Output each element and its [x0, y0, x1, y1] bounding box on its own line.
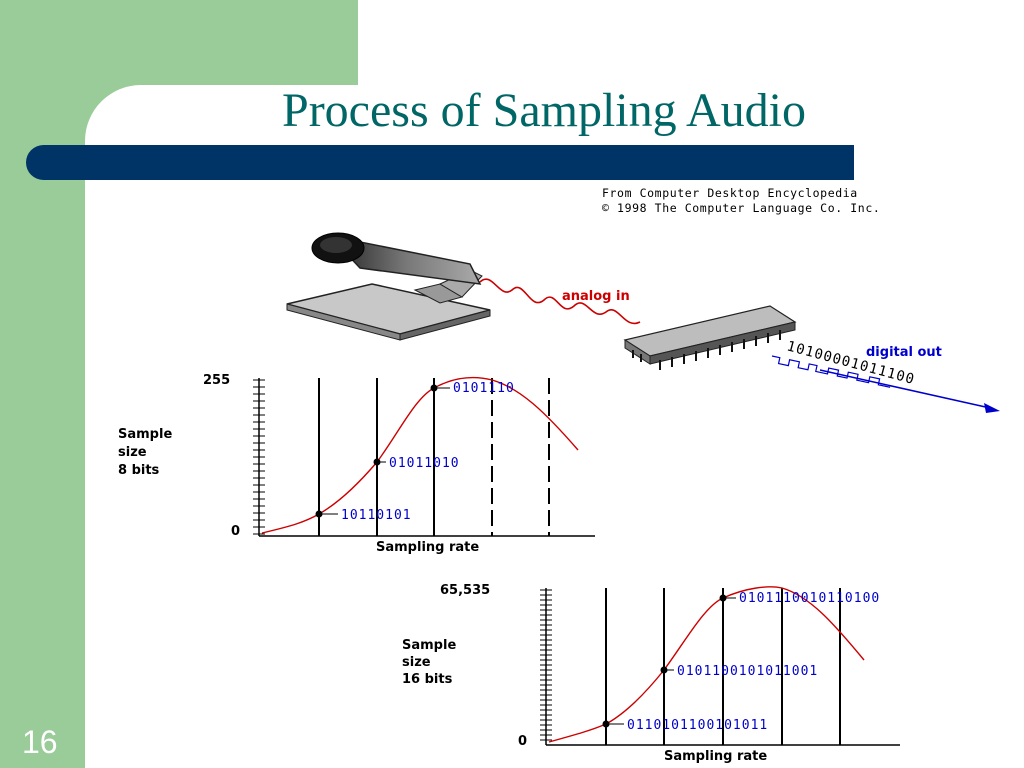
chart-16bit-ylabel-line: Sample	[402, 638, 456, 653]
chart-16bit-ylabel-line: 16 bits	[402, 672, 453, 687]
analog-in-label: analog in	[562, 289, 630, 304]
converter-chip-illustration	[623, 305, 1000, 413]
top-right-background	[358, 0, 1024, 100]
slide-title: Process of Sampling Audio	[282, 84, 806, 137]
microphone-illustration	[286, 232, 641, 341]
chart-8bit-ylabel-line: Sample	[118, 427, 172, 442]
chart-16bit: 0110101100101011 0101100101011001 010111…	[402, 583, 900, 764]
chart-8bit-ymax-label: 255	[203, 373, 230, 388]
chart-16bit-sample-label: 0101100101011001	[677, 664, 818, 679]
credit-line-2: © 1998 The Computer Language Co. Inc.	[602, 201, 881, 215]
chart-8bit-y-ticks	[253, 379, 265, 535]
chart-8bit-ymin-label: 0	[231, 524, 240, 539]
chart-8bit-sample-label: 10110101	[341, 508, 412, 523]
chart-16bit-y-ticks	[540, 589, 552, 741]
chart-8bit-xlabel: Sampling rate	[376, 540, 479, 555]
content-panel	[85, 85, 1024, 768]
title-bar	[26, 145, 854, 180]
chart-8bit-ylabel-line: 8 bits	[118, 463, 160, 478]
chart-16bit-ymax-label: 65,535	[440, 583, 490, 598]
source-credit: From Computer Desktop Encyclopedia © 199…	[602, 186, 880, 216]
chart-16bit-xlabel: Sampling rate	[664, 749, 767, 764]
chart-8bit-sample-label: 0101110	[453, 381, 515, 396]
chart-16bit-sample-label: 0101110010110100	[739, 591, 880, 606]
chart-16bit-ylabel-line: size	[402, 655, 431, 670]
chart-8bit-sample-label: 01011010	[389, 456, 460, 471]
slide-number: 16	[22, 724, 58, 760]
credit-line-1: From Computer Desktop Encyclopedia	[602, 186, 858, 200]
chart-16bit-sample-label: 0110101100101011	[627, 718, 768, 733]
chart-8bit: 10110101 01011010 0101110 255 0 Sample s…	[118, 373, 595, 555]
chart-8bit-ylabel-line: size	[118, 445, 147, 460]
chart-16bit-ymin-label: 0	[518, 734, 527, 749]
digital-out-label: digital out	[866, 345, 942, 360]
